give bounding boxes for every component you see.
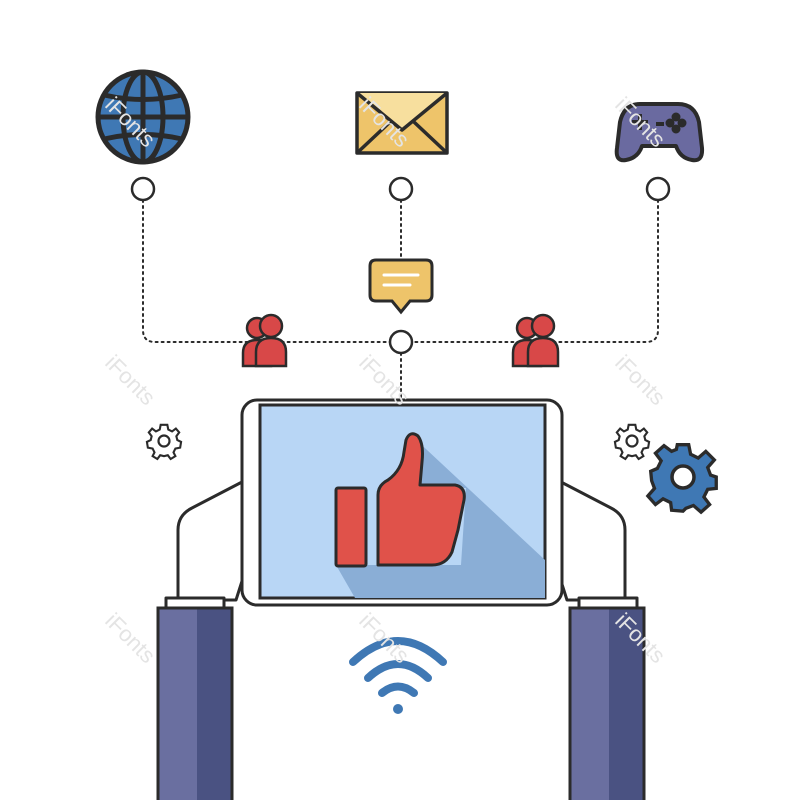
gear-icon xyxy=(613,423,651,461)
thumbs-up-icon xyxy=(334,432,466,568)
wifi-icon xyxy=(349,637,447,714)
globe-node xyxy=(130,176,156,202)
right-sleeve xyxy=(568,606,646,800)
connection-lines xyxy=(142,199,659,401)
users-icon xyxy=(511,313,560,368)
globe-icon xyxy=(95,69,191,165)
thumb-shadow xyxy=(336,436,545,598)
gamepad-node xyxy=(645,176,671,202)
hub-node xyxy=(388,329,414,355)
gear-icon xyxy=(145,423,183,461)
envelope-icon xyxy=(355,91,449,155)
chat-bubble-icon xyxy=(368,258,434,315)
left-sleeve xyxy=(156,606,234,800)
gear-icon xyxy=(645,443,718,515)
envelope-node xyxy=(388,176,414,202)
users-icon xyxy=(241,313,288,368)
gamepad-icon xyxy=(614,102,705,163)
